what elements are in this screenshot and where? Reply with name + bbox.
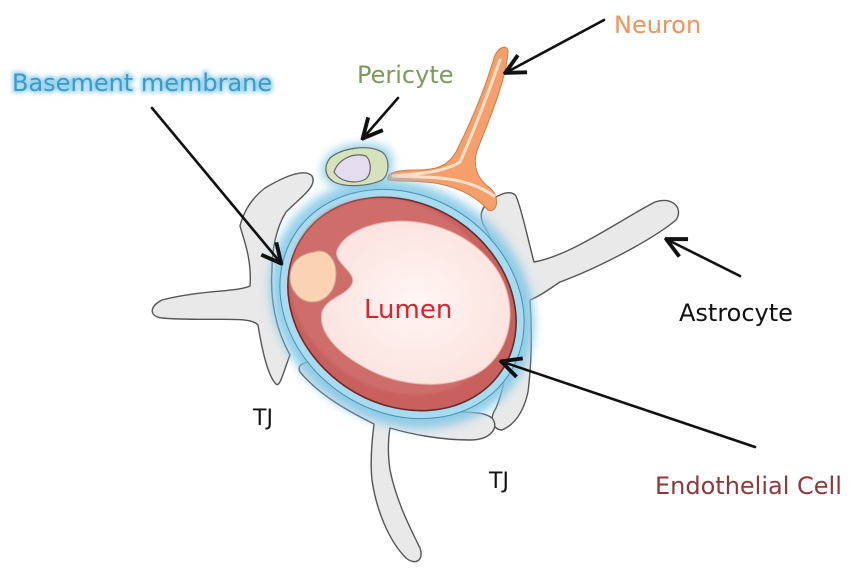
tj-left-label: TJ <box>252 406 273 431</box>
arrow-astrocyte <box>668 240 740 276</box>
endothelial-cell-label: Endothelial Cell <box>655 472 842 500</box>
arrow-neuron <box>507 20 604 72</box>
astrocyte-label: Astrocyte <box>679 299 793 327</box>
arrow-endothelial <box>503 362 755 447</box>
pericyte-shape <box>322 144 392 188</box>
arrow-basement-membrane <box>152 108 280 262</box>
pericyte-label: Pericyte <box>357 61 454 89</box>
tj-bottom-label: TJ <box>488 469 509 494</box>
arrow-pericyte <box>364 98 398 137</box>
basement-membrane-label: Basement membrane <box>12 69 272 97</box>
lumen-label: Lumen <box>364 295 452 325</box>
neuron-label: Neuron <box>614 11 701 39</box>
